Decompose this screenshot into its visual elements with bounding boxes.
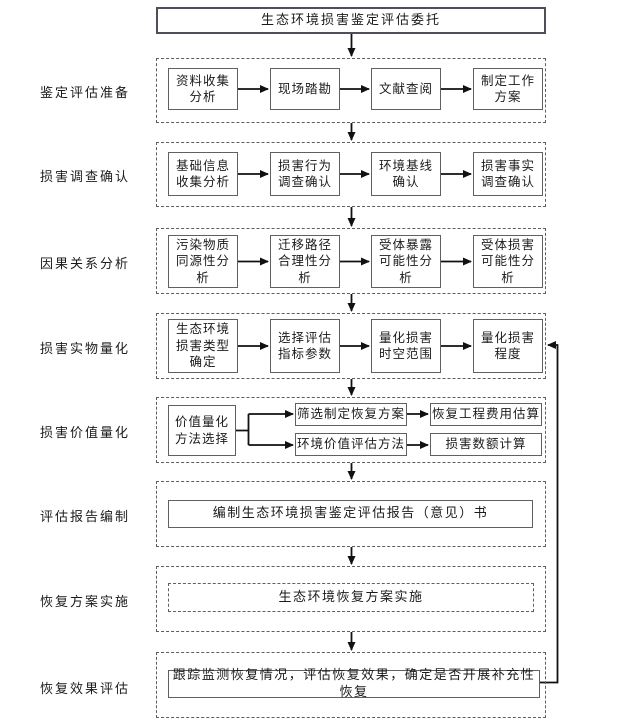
stage-label-report: 评估报告编制: [39, 510, 130, 525]
stage-group-implementation: [156, 566, 546, 632]
stage-group-investigation: [156, 142, 546, 207]
node-data-collection: 资料收集 分析: [168, 68, 238, 110]
stage-label-investigation: 损害调查确认: [39, 170, 130, 185]
node-index-parameters: 选择评估 指标参数: [270, 319, 340, 373]
node-receptor-damage: 受体损害 可能性分 析: [473, 235, 543, 288]
node-damage-type: 生态环境 损害类型 确定: [168, 319, 238, 373]
node-damage-behavior: 损害行为 调查确认: [270, 152, 340, 196]
node-restoration-implementation: 生态环境恢复方案实施: [168, 583, 534, 612]
stage-group-effect-evaluation: [156, 652, 546, 718]
node-env-baseline: 环境基线 确认: [371, 152, 441, 196]
stage-label-physical-quantification: 损害实物量化: [39, 342, 130, 357]
node-report-compilation: 编制生态环境损害鉴定评估报告（意见）书: [168, 500, 533, 528]
stage-label-value-quantification: 损害价值量化: [39, 426, 130, 441]
node-migration-path: 迁移路径 合理性分 析: [270, 235, 340, 288]
node-restoration-plan: 筛选制定恢复方案: [295, 403, 407, 426]
node-spacetime-scope: 量化损害 时空范围: [371, 319, 441, 373]
stage-group-report: [156, 481, 546, 547]
stage-label-causality: 因果关系分析: [39, 257, 130, 272]
node-damage-degree: 量化损害 程度: [473, 319, 543, 373]
node-assessment-entrust: 生态环境损害鉴定评估委托: [156, 7, 546, 34]
stage-label-implementation: 恢复方案实施: [39, 595, 130, 610]
stage-group-physical-quantification: [156, 313, 546, 379]
node-project-cost: 恢复工程费用估算: [430, 403, 542, 426]
stage-label-preparation: 鉴定评估准备: [39, 86, 130, 101]
stage-group-causality: [156, 228, 546, 294]
stage-label-effect-evaluation: 恢复效果评估: [39, 682, 130, 697]
node-receptor-exposure: 受体暴露 可能性分 析: [371, 235, 441, 288]
node-site-survey: 现场踏勘: [270, 68, 340, 110]
node-damage-amount: 损害数额计算: [430, 433, 542, 456]
node-tracking-monitoring: 跟踪监测恢复情况，评估恢复效果，确定是否开展补充性恢复: [168, 668, 540, 700]
node-env-value-method: 环境价值评估方法: [295, 433, 407, 456]
node-work-plan: 制定工作 方案: [473, 68, 543, 110]
node-damage-fact: 损害事实 调查确认: [473, 152, 543, 196]
stage-group-value-quantification: [156, 397, 546, 463]
node-pollutant-homology: 污染物质 同源性分 析: [168, 235, 238, 288]
stage-group-preparation: [156, 58, 546, 123]
node-literature-review: 文献查阅: [371, 68, 441, 110]
node-method-selection: 价值量化 方法选择: [168, 405, 236, 456]
node-basic-info: 基础信息 收集分析: [168, 152, 238, 196]
